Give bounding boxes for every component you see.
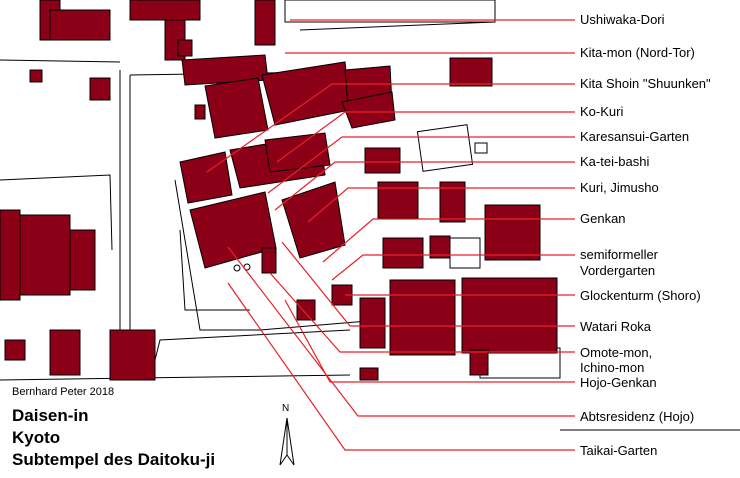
title-line-3: Subtempel des Daitoku-ji — [12, 450, 216, 469]
label-omote-mon-2: Ichino-mon — [580, 360, 645, 375]
north-label: N — [282, 403, 290, 414]
credit: Bernhard Peter 2018 — [12, 386, 115, 398]
label-semiformeller-1: semiformeller — [580, 247, 659, 262]
label-glockenturm: Glockenturm (Shoro) — [580, 288, 701, 303]
label-kita-mon: Kita-mon (Nord-Tor) — [580, 45, 695, 60]
label-ko-kuri: Ko-Kuri — [580, 104, 624, 119]
label-watari-roka: Watari Roka — [580, 319, 652, 334]
map-title: Daisen-in Kyoto Subtempel des Daitoku-ji — [12, 405, 215, 471]
title-line-1: Daisen-in — [12, 406, 89, 425]
label-omote-mon-1: Omote-mon, — [580, 345, 653, 360]
leader-lines — [206, 19, 575, 451]
buildings — [0, 0, 558, 381]
label-ushiwaka-dori: Ushiwaka-Dori — [580, 12, 665, 27]
label-genkan: Genkan — [580, 211, 626, 226]
label-kuri: Kuri, Jimusho — [580, 180, 659, 195]
north-arrow-icon — [279, 417, 295, 466]
label-semiformeller-2: Vordergarten — [580, 263, 656, 278]
label-abtsresidenz: Abtsresidenz (Hojo) — [580, 409, 695, 424]
label-karesansui: Karesansui-Garten — [580, 129, 690, 144]
label-taikai-garten: Taikai-Garten — [580, 443, 658, 458]
label-kita-shoin: Kita Shoin "Shuunken" — [580, 76, 711, 91]
title-line-2: Kyoto — [12, 428, 61, 447]
label-ka-tei-bashi: Ka-tei-bashi — [580, 154, 650, 169]
label-hojo-genkan: Hojo-Genkan — [580, 375, 657, 390]
